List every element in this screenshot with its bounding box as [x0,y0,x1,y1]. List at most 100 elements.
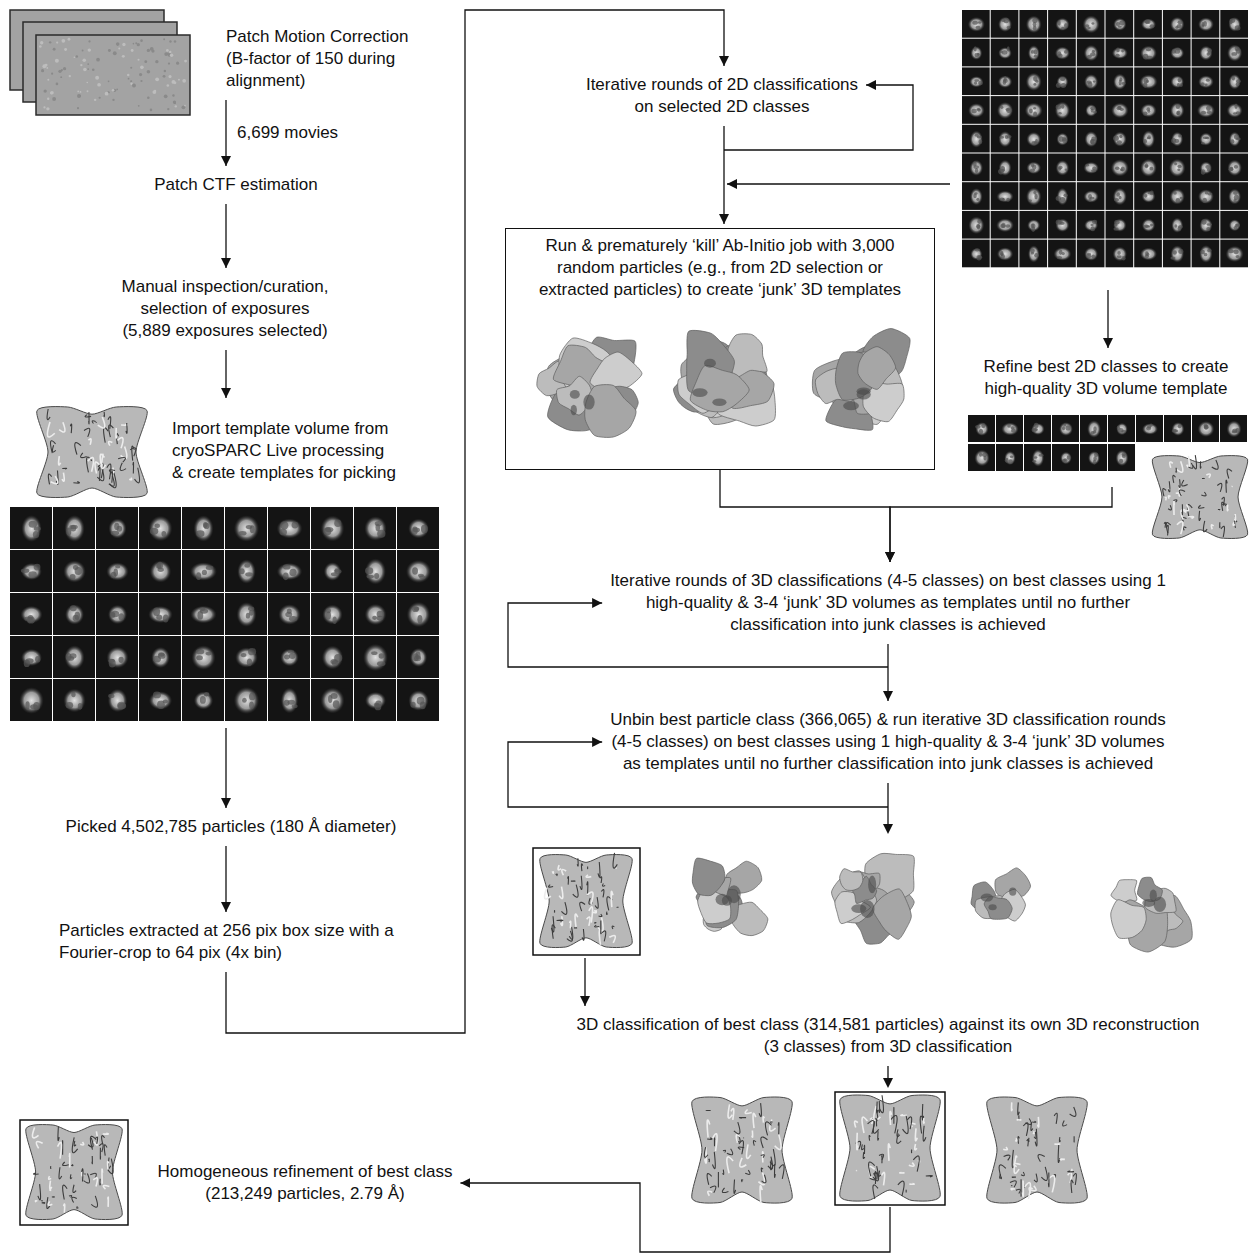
class-average [1019,125,1047,153]
micrograph-noise [178,79,180,81]
map-helix [869,1135,870,1140]
projection-detail [1150,24,1155,28]
map-helix [73,1185,76,1193]
class-average [996,444,1023,471]
map-helix [1211,525,1213,529]
micrograph-noise [163,75,166,78]
particle-projection [1226,420,1241,437]
particle-projection [21,563,42,580]
junk-cavity [857,389,871,399]
map-helix [1175,468,1177,473]
map-helix [111,471,113,482]
projection-detail [66,528,71,536]
class-average [397,679,439,721]
projection-detail [69,525,77,530]
projection-detail [1121,82,1125,85]
particle-projection [974,450,990,467]
class-average [1134,10,1162,38]
projection-detail [1062,138,1067,143]
map-helix [1032,1121,1036,1122]
projection-detail [1092,220,1097,224]
projection-detail [1090,224,1093,226]
class-average-grid [962,10,1248,267]
projection-detail [1230,139,1234,143]
step-text: Particles extracted at 256 pix box size … [59,920,394,964]
projection-detail [289,569,296,577]
particle-projection [237,559,256,584]
map-helix [62,473,64,481]
loop-arrow [724,85,913,150]
map-helix [95,1137,97,1144]
class-average [268,636,310,678]
map-helix [88,458,94,472]
projection-detail [1177,165,1181,168]
projection-detail [118,657,123,663]
map-helix [734,1122,740,1134]
projection-detail [1000,251,1004,256]
projection-detail [1087,82,1092,88]
map-helix [108,1157,111,1168]
projection-detail [1201,169,1206,175]
projection-detail [34,527,41,531]
micrograph-noise [164,52,168,56]
particle-projection [1142,219,1156,232]
micrograph-noise [68,38,71,41]
particle-projection [1228,17,1241,32]
template-step: Import template volume from cryoSPARC Li… [10,402,440,724]
map-helix [109,425,114,437]
micrograph-noise [182,79,186,83]
micrograph-noise [116,42,120,46]
map-helix [1219,522,1220,527]
class-average [139,507,181,549]
projection-detail [1171,138,1176,143]
map-helix [1020,1179,1021,1196]
map-helix [59,422,65,432]
class-average [1220,182,1248,210]
map-helix [911,1150,912,1153]
flow-arrow [460,1066,890,1252]
particle-projection [1026,73,1042,91]
projection-detail [1033,83,1036,86]
map-helix [1003,1147,1007,1150]
projection-detail [1119,459,1123,463]
particle-projection [1028,245,1040,263]
projection-detail [1203,21,1207,27]
selected-class-frame [835,1092,945,1205]
projection-detail [70,574,76,580]
projection-detail [374,573,379,579]
map-helix [581,864,582,871]
micrograph-noise [130,67,132,69]
refine-step: Refine best 2D classes to create high-qu… [962,352,1250,487]
micrograph-noise [47,79,49,81]
map-helix [881,1156,883,1164]
junk-volume [812,329,910,431]
class-average [1077,125,1105,153]
map-helix [1222,504,1226,506]
projection-detail [111,531,119,536]
map-helix [1199,505,1205,508]
map-helix [1168,496,1170,499]
density-map [26,1125,122,1220]
map-helix [739,1117,746,1119]
projection-detail [979,452,982,456]
particle-projection [1227,160,1242,177]
class-average [1019,182,1047,210]
map-helix [42,1203,45,1204]
projection-detail [117,702,126,710]
flow-arrow [225,728,226,808]
class-average [139,550,181,592]
class-average [1048,211,1076,239]
class-average [1192,211,1220,239]
projection-detail [1236,79,1241,83]
map-helix [47,409,50,420]
projection-detail [115,565,120,568]
map-helix [1074,1136,1075,1142]
projection-detail [196,572,201,580]
projection-detail [1033,456,1037,458]
class-average [1163,182,1191,210]
class-average [962,10,990,38]
projection-detail [412,526,418,534]
step-text: 3D classification of best class (314,581… [577,1014,1200,1058]
map-helix [734,1179,736,1193]
particle-projection [190,606,216,624]
